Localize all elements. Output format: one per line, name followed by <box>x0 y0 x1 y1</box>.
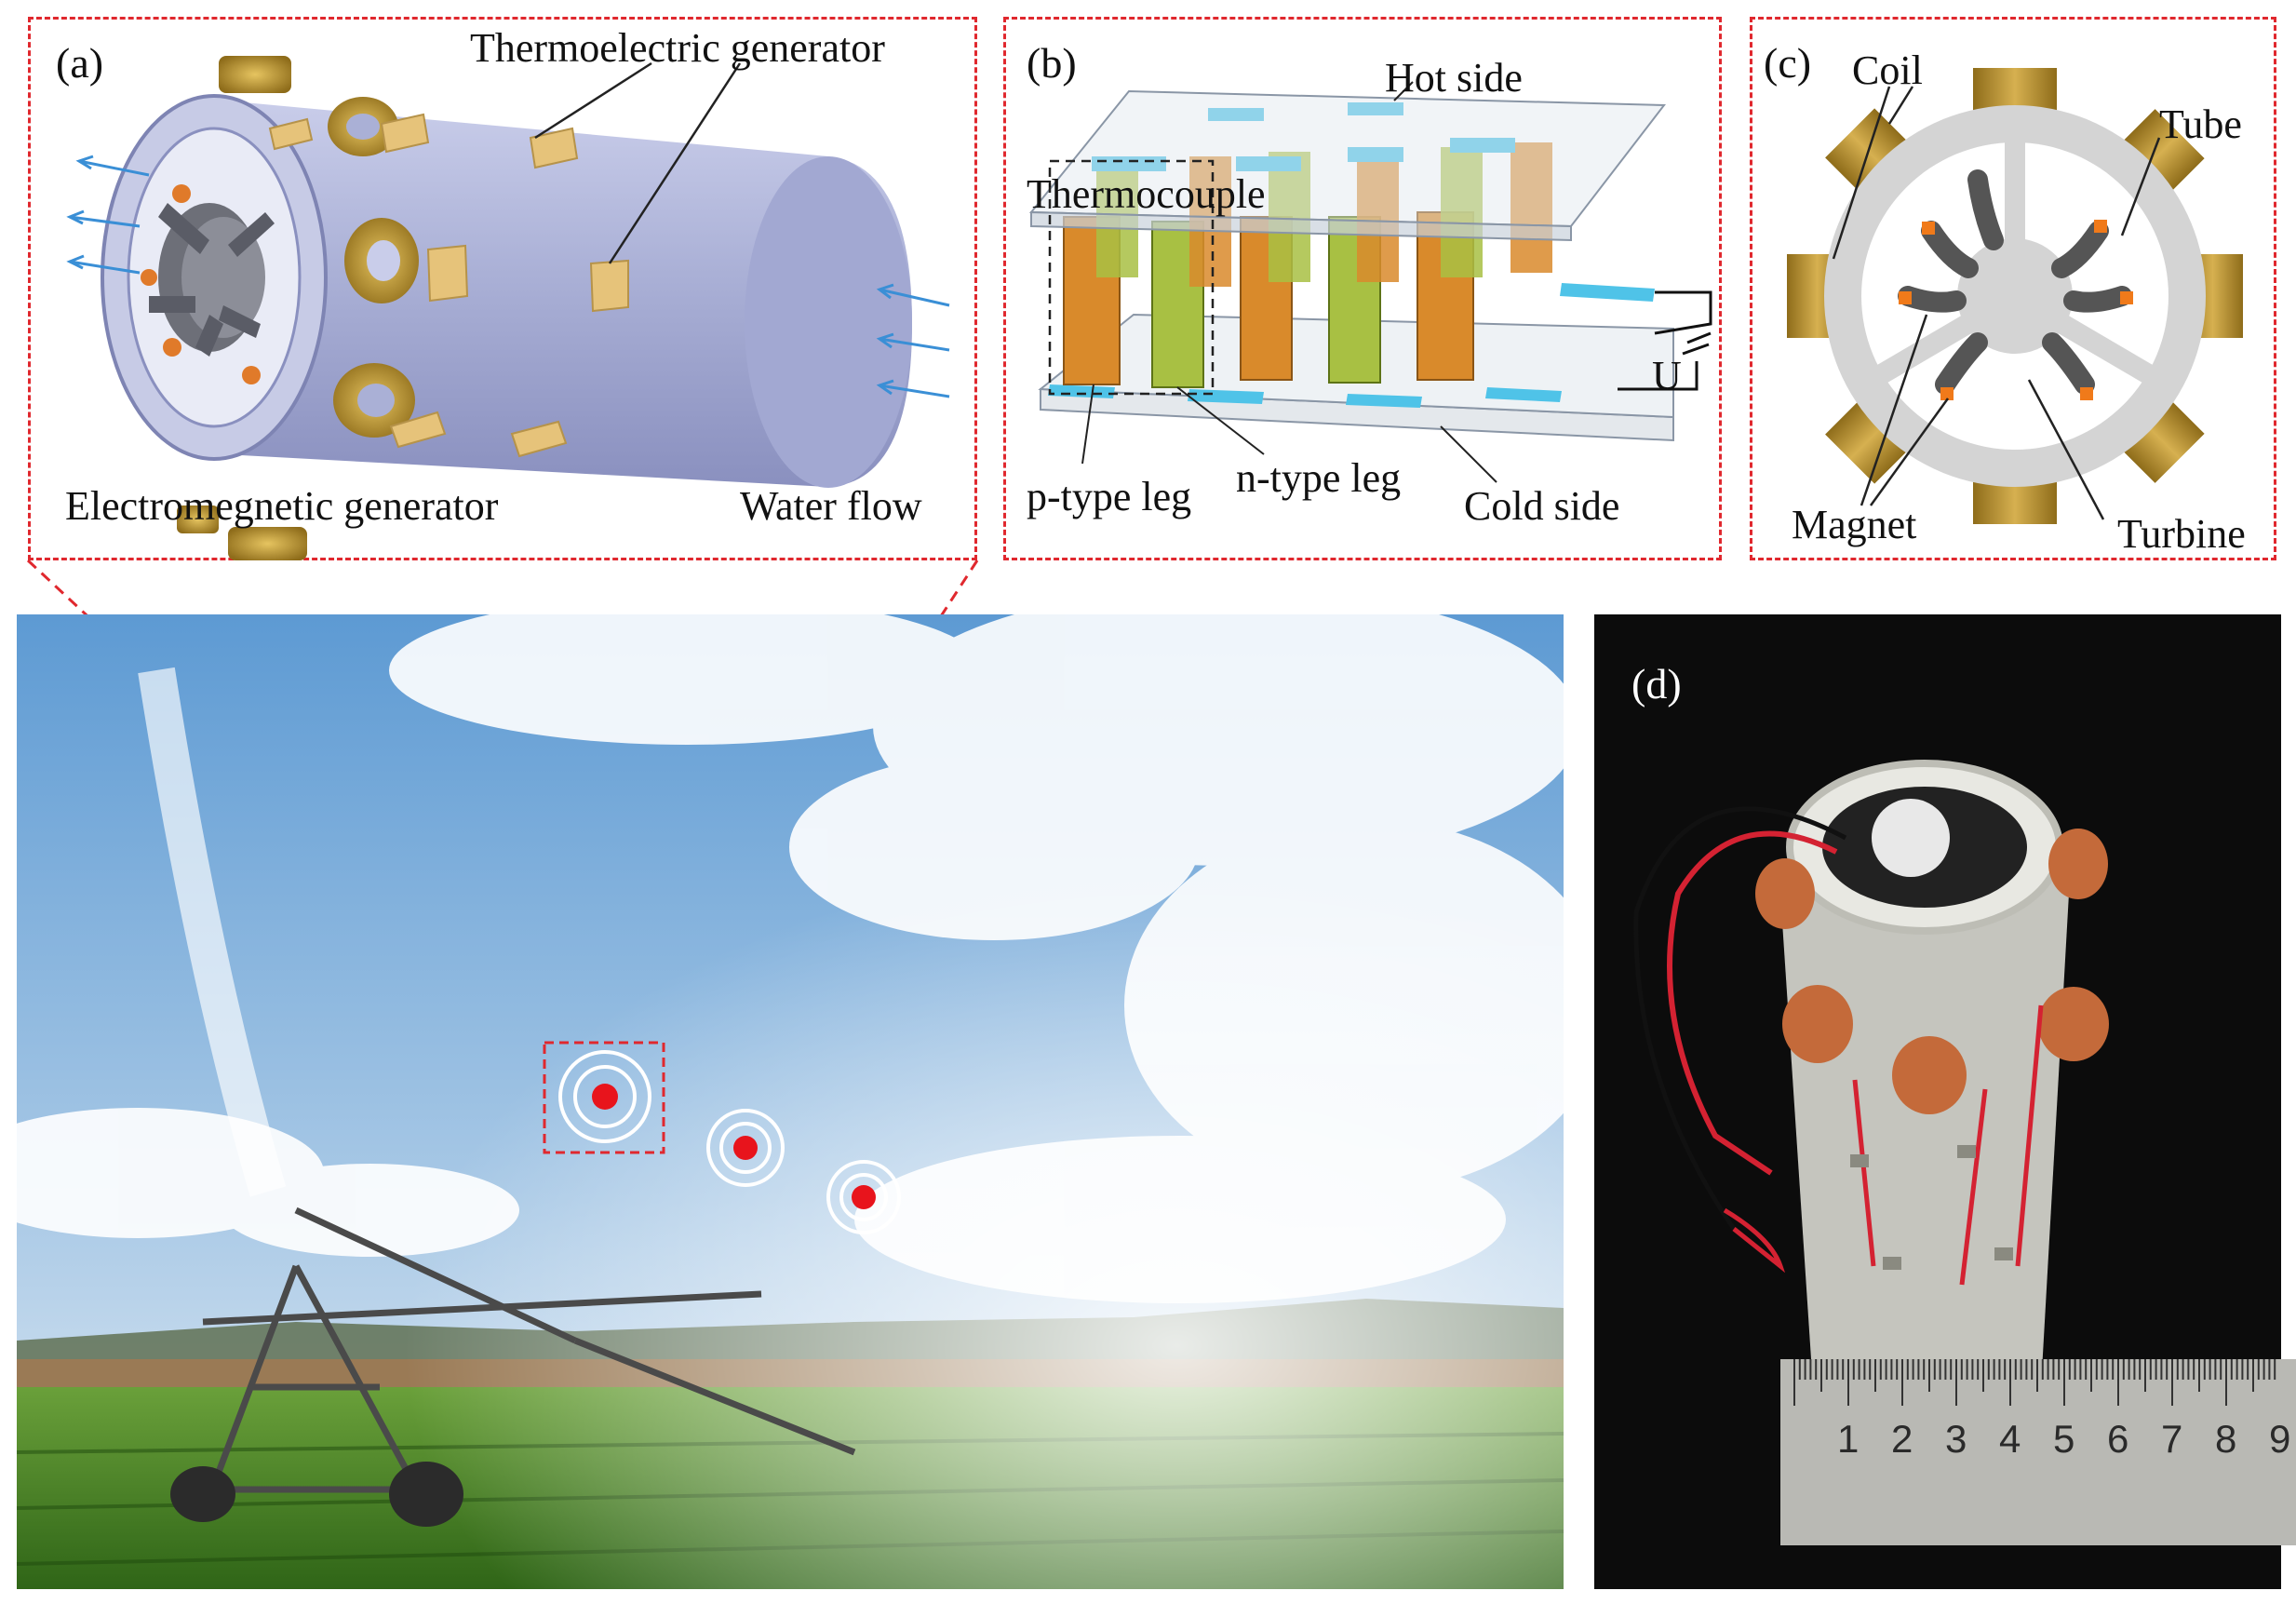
panel-d-label: (d) <box>1631 660 1682 708</box>
label-voltage-u: U <box>1652 353 1682 398</box>
ruler-number: 9 <box>2269 1417 2290 1461</box>
label-coil: Coil <box>1852 47 1923 93</box>
coil-bottom <box>228 527 307 560</box>
label-electromagnetic-generator: Electromegnetic generator <box>65 483 499 529</box>
label-hot-side: Hot side <box>1385 55 1523 101</box>
ruler-number: 4 <box>1999 1417 2021 1461</box>
sensor-markers <box>558 1050 901 1234</box>
panel-b-label: (b) <box>1027 39 1077 87</box>
ruler-number: 3 <box>1945 1417 1967 1461</box>
label-n-type-leg: n-type leg <box>1236 455 1401 501</box>
ruler-number: 6 <box>2107 1417 2128 1461</box>
panel-c-label: (c) <box>1764 39 1811 87</box>
label-magnet: Magnet <box>1792 502 1916 547</box>
turbine-blades <box>1898 169 2132 395</box>
label-water-flow: Water flow <box>740 483 922 529</box>
device-body <box>1780 824 2069 1415</box>
label-thermocouple: Thermocouple <box>1027 171 1266 217</box>
water-arrows-right <box>876 283 950 398</box>
ruler-number: 1 <box>1837 1417 1859 1461</box>
label-cold-side: Cold side <box>1464 483 1619 529</box>
ruler-number: 8 <box>2215 1417 2236 1461</box>
label-turbine: Turbine <box>2117 511 2246 557</box>
panel-c-diagram: (c) Coil Tube Magnet Turbine <box>1764 39 2246 557</box>
ruler-number: 2 <box>1891 1417 1913 1461</box>
ruler-number: 5 <box>2053 1417 2074 1461</box>
turbine-center <box>1957 238 2073 354</box>
panel-a-label: (a) <box>56 39 103 87</box>
coil-top <box>219 56 291 93</box>
te-modules <box>268 113 629 458</box>
label-thermoelectric-generator: Thermoelectric generator <box>470 25 885 71</box>
ruler-number: 7 <box>2161 1417 2182 1461</box>
panel-b-diagram: (b) Hot side Thermocouple p-type leg n-t… <box>1027 39 1712 529</box>
water-arrows-left <box>66 155 150 275</box>
irrigation-field-photo <box>0 586 1608 1589</box>
em-coils <box>177 56 419 560</box>
panel-a-diagram: (a) Thermoelectric generator Electromegn… <box>56 25 950 560</box>
coils-ring <box>1787 68 2243 524</box>
label-p-type-leg: p-type leg <box>1027 474 1191 519</box>
label-tube: Tube <box>2159 101 2242 147</box>
thermocouple-box <box>1048 159 1215 396</box>
tube-end <box>745 156 912 488</box>
zoom-highlight-box <box>543 1041 665 1154</box>
